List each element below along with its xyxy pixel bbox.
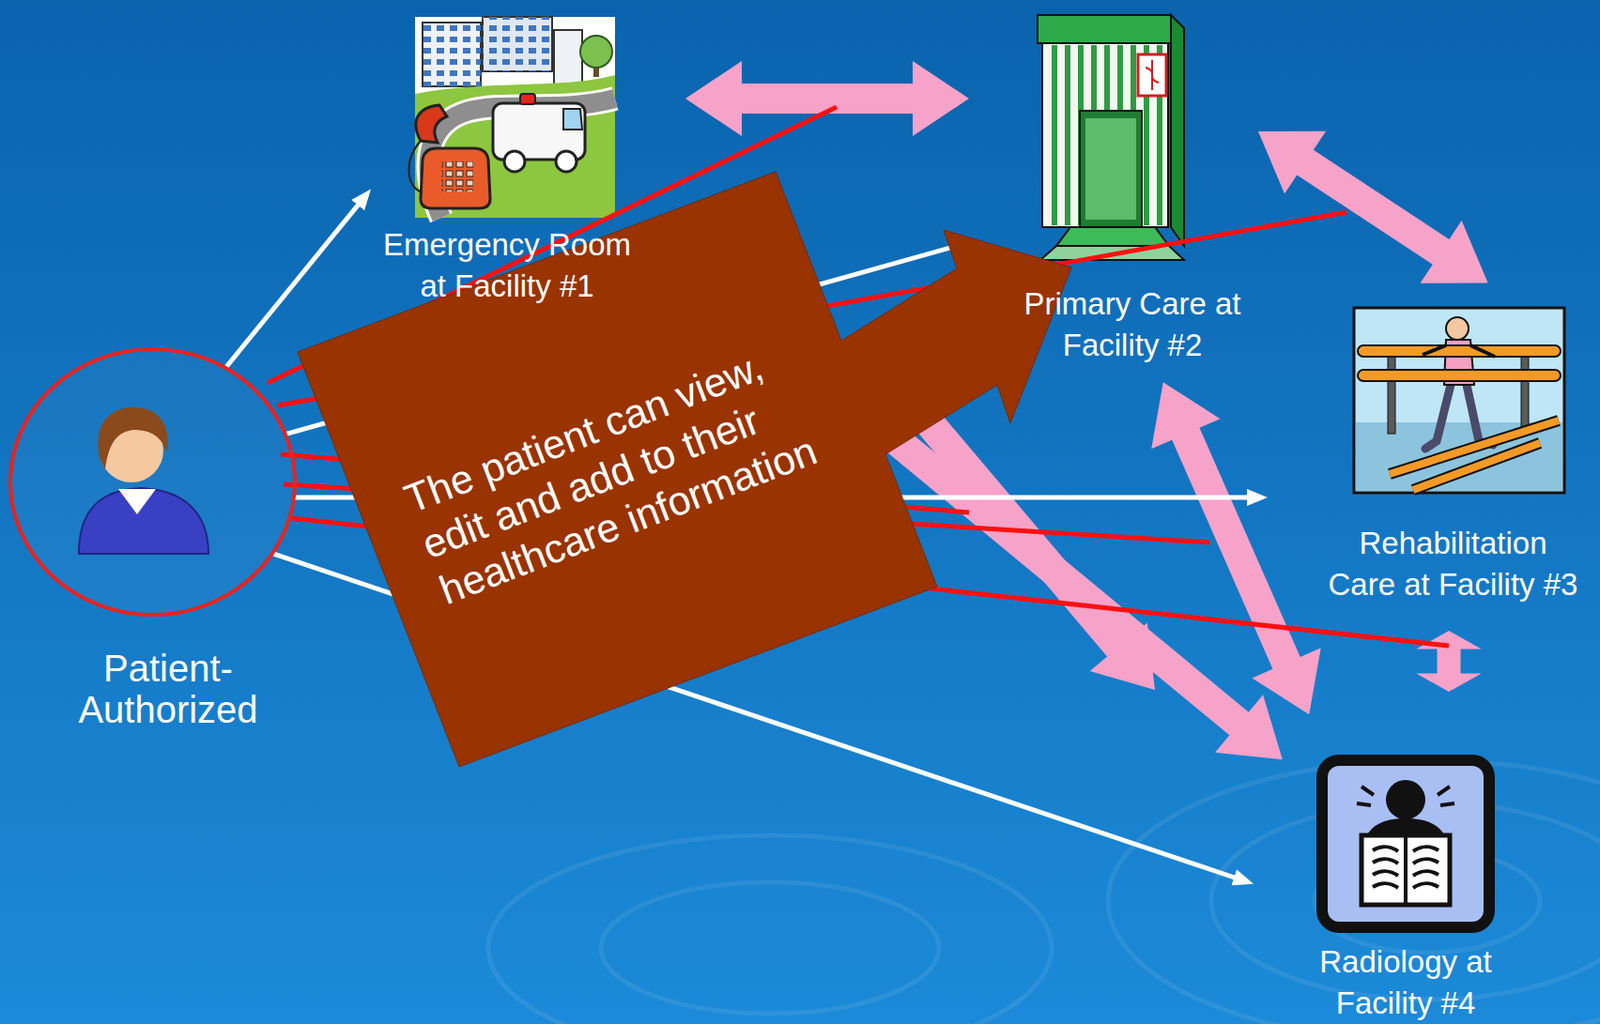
parallel-bar: [1357, 369, 1561, 382]
film-spine: [1403, 835, 1408, 906]
exchange-arrow: [1415, 630, 1482, 693]
phone-keypad: [441, 161, 474, 192]
callout-shape: [297, 171, 1072, 768]
building-windows: [422, 22, 481, 87]
door: [1079, 110, 1142, 228]
phone-cord: [408, 140, 423, 193]
facility-node: Emergency Room at Facility #1: [370, 7, 644, 318]
door-glass: [1085, 118, 1137, 220]
wheel: [504, 151, 525, 172]
radiology-screen: [1327, 766, 1484, 923]
building-windows: [482, 16, 553, 72]
er-icon-backdrop: [415, 16, 616, 218]
building: [553, 30, 583, 85]
bar-post: [1521, 349, 1529, 434]
building: [422, 22, 481, 87]
siren: [520, 93, 536, 105]
parallel-bar: [1357, 345, 1561, 357]
burst-lines: [1356, 786, 1455, 806]
phone: [420, 148, 491, 209]
ambulance-window: [563, 108, 583, 130]
circle-outline: [10, 349, 295, 616]
node-label: Radiology at Facility #4: [1302, 941, 1509, 1024]
radiology-frame: [1316, 754, 1495, 934]
bar-post: [1387, 349, 1396, 434]
circle-outline: [8, 347, 297, 617]
facility-node: Radiology at Facility #4: [1253, 718, 1564, 1024]
rehab-icon-backdrop: [1353, 307, 1565, 493]
ripple: [1107, 760, 1600, 1024]
storefront-stripes: [1044, 45, 1167, 226]
patient-hair: [97, 407, 168, 470]
exchange-arrow: [1258, 131, 1489, 284]
node-label: Patient- Authorized: [50, 647, 286, 731]
lawn: [415, 75, 616, 218]
node-label: Primary Care at Facility #2: [1015, 283, 1250, 367]
exchange-arrow: [685, 61, 970, 137]
head: [1385, 780, 1426, 820]
tree: [580, 35, 613, 68]
head: [1446, 317, 1469, 340]
ripple: [488, 835, 1052, 1024]
arms: [1422, 345, 1495, 357]
crutch-outline: [1413, 443, 1540, 491]
patient-circle: Patient- Authorized: [8, 347, 297, 617]
roof-band: [1037, 15, 1171, 44]
circle-glow: [11, 350, 293, 614]
ribs: [1372, 846, 1439, 889]
caduceus: [1145, 60, 1159, 91]
building: [482, 16, 553, 72]
medical-sign: [1138, 54, 1167, 96]
phone-handset: [415, 105, 447, 143]
side-wall: [1170, 15, 1185, 247]
facility-node: Primary Care at Facility #2: [976, 7, 1259, 376]
steps: [1056, 227, 1170, 247]
patient-body: [78, 488, 209, 554]
crutch: [1413, 443, 1540, 491]
wheel: [555, 151, 577, 172]
storefront: [1042, 43, 1169, 228]
facility-node: Rehabilitation Care at Facility #3: [1267, 298, 1597, 618]
node-label: Emergency Room at Facility #1: [375, 224, 639, 308]
node-label: Rehabilitation Care at Facility #3: [1323, 523, 1583, 606]
xray-film: [1361, 835, 1450, 906]
ripple: [600, 882, 939, 1015]
patient-collar: [118, 489, 156, 515]
